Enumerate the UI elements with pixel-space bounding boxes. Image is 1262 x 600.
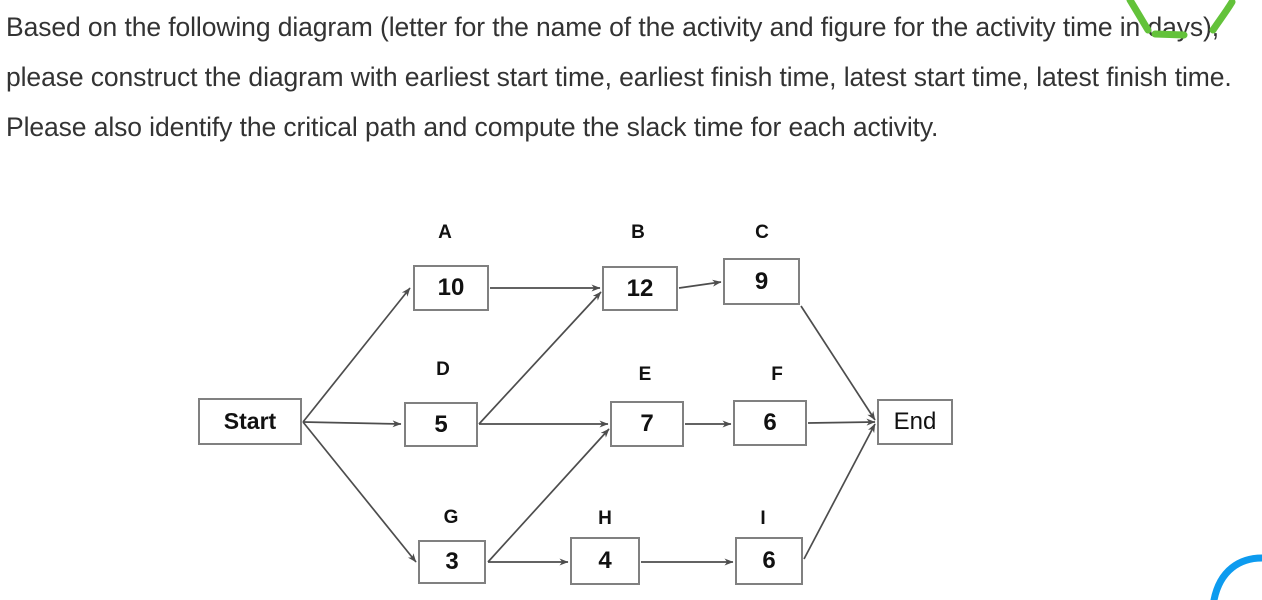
node-label-i: I	[760, 508, 766, 529]
edge-start-a	[302, 287, 411, 423]
node-label-g: G	[443, 507, 459, 528]
node-d[interactable]: 5	[404, 402, 478, 447]
edge-c-end	[800, 305, 876, 421]
edge-f-end	[807, 418, 876, 426]
node-a[interactable]: 10	[413, 265, 489, 311]
edge-i-end	[803, 423, 876, 560]
question-text: Based on the following diagram (letter f…	[6, 12, 1239, 142]
node-c[interactable]: 9	[723, 258, 800, 305]
node-label-a: A	[438, 222, 452, 243]
node-label-b: B	[631, 222, 645, 243]
node-e-duration: 7	[640, 410, 654, 437]
node-label-d: D	[436, 359, 450, 380]
node-label-e: E	[638, 364, 652, 385]
edge-d-b	[478, 291, 602, 425]
node-i[interactable]: 6	[735, 537, 803, 585]
node-start[interactable]: Start	[198, 398, 302, 445]
node-e[interactable]: 7	[610, 401, 684, 447]
node-d-duration: 5	[434, 410, 448, 438]
node-i-duration: 6	[762, 547, 776, 574]
node-c-duration: 9	[754, 267, 769, 295]
node-g[interactable]: 3	[418, 540, 486, 584]
node-label-c: C	[755, 222, 769, 243]
node-f[interactable]: 6	[733, 400, 807, 446]
node-b-duration: 12	[626, 274, 654, 302]
node-f-duration: 6	[763, 409, 777, 436]
node-start-label: Start	[223, 408, 277, 434]
edge-b-c	[678, 279, 722, 289]
edge-start-g	[302, 421, 417, 563]
node-end-label: End	[893, 408, 937, 435]
node-a-duration: 10	[437, 274, 465, 301]
node-b[interactable]: 12	[602, 266, 678, 311]
node-h[interactable]: 4	[570, 537, 640, 585]
edge-g-e	[487, 428, 610, 563]
node-g-duration: 3	[445, 548, 459, 575]
edge-start-d	[302, 420, 402, 428]
node-h-duration: 4	[598, 547, 612, 574]
node-label-h: H	[598, 508, 612, 529]
node-end[interactable]: End	[877, 399, 953, 445]
node-label-f: F	[771, 364, 783, 385]
